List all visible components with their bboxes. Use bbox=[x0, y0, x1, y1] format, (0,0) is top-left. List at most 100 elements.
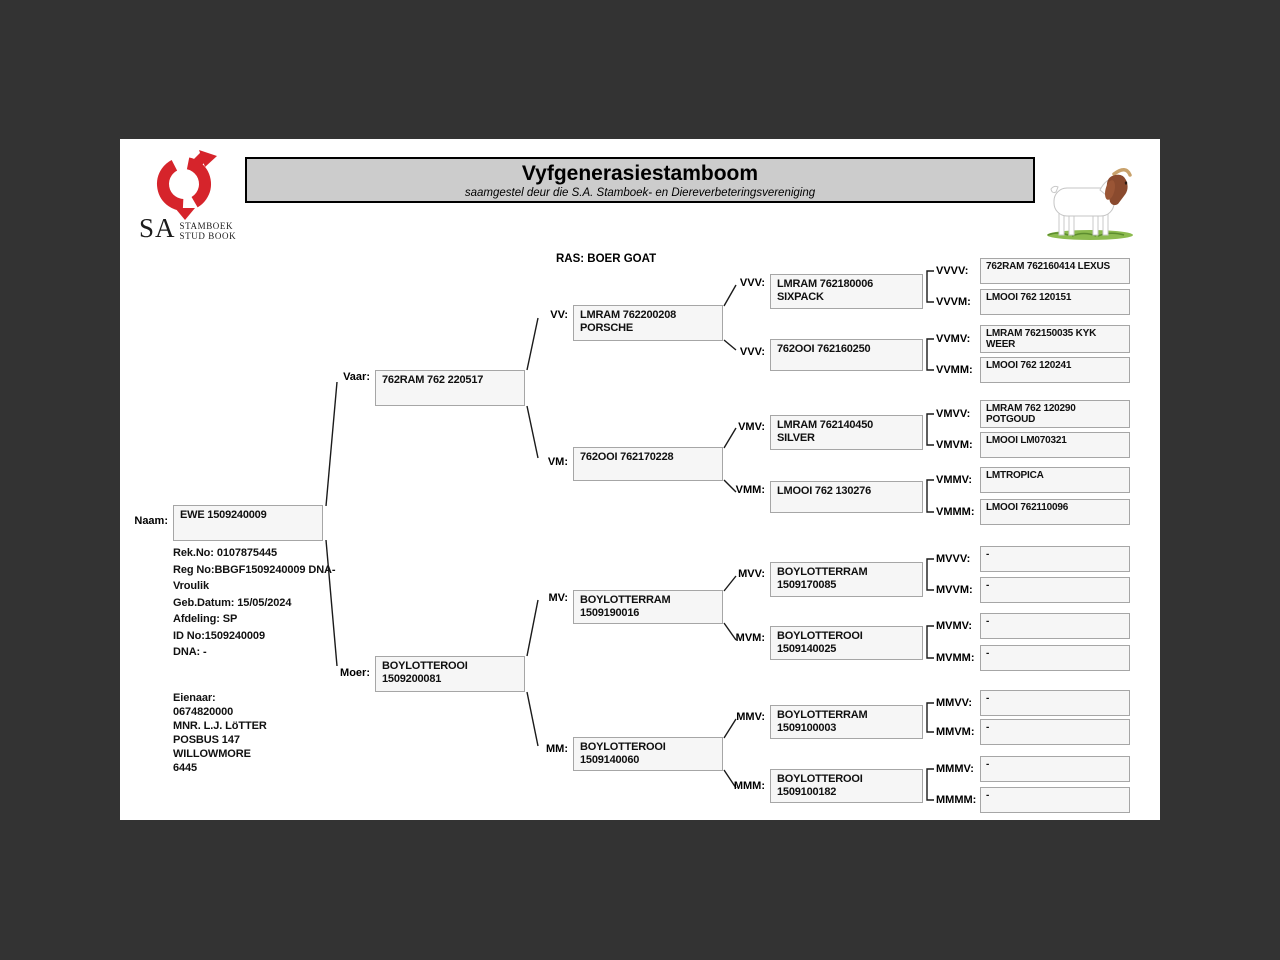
animal-name-line: LMOOI 762 120241 bbox=[986, 360, 1072, 371]
animal-name-line: BOYLOTTEROOI bbox=[777, 773, 863, 785]
animal-name-line: LMRAM 762200208 bbox=[580, 309, 677, 321]
animal-name-line: 762RAM 762 220517 bbox=[382, 374, 484, 386]
animal-name-line: SILVER bbox=[777, 432, 815, 444]
pedigree-box-mvvv: - bbox=[980, 546, 1130, 572]
animal-name-line: 1509100003 bbox=[777, 722, 837, 734]
pedigree-tag-vaar: Vaar: bbox=[343, 371, 370, 383]
animal-name-line: BOYLOTTEROOI bbox=[382, 660, 468, 672]
pedigree-box-mmmm: - bbox=[980, 787, 1130, 813]
animal-name-line: 762RAM 762160414 LEXUS bbox=[986, 261, 1111, 272]
text-line: 6445 bbox=[173, 762, 198, 774]
pedigree-tag-mmmv: MMMV: bbox=[936, 763, 974, 775]
animal-name-line: LMRAM 762140450 bbox=[777, 419, 874, 431]
pedigree-tag-vvmm: VVMM: bbox=[936, 364, 973, 376]
text-line: POSBUS 147 bbox=[173, 734, 240, 746]
pedigree-tag-vvv1: VVV: bbox=[739, 277, 765, 289]
pedigree-tag-vmvv: VMVV: bbox=[936, 408, 971, 420]
pedigree-tag-vmm: VMM: bbox=[735, 484, 765, 496]
animal-name-line: 1509100182 bbox=[777, 786, 837, 798]
text-line: MNR. L.J. LöTTER bbox=[173, 720, 267, 732]
animal-name-line: 1509190016 bbox=[580, 607, 640, 619]
animal-name-line: EWE 1509240009 bbox=[180, 509, 267, 521]
pedigree-tag-mvv: MVV: bbox=[738, 568, 765, 580]
pedigree-box-vvv2: 762OOI 762160250 bbox=[770, 339, 923, 371]
animal-name-line: LMOOI 762 130276 bbox=[777, 485, 872, 497]
animal-name-line: PORSCHE bbox=[580, 322, 633, 334]
pedigree-tag-vm: VM: bbox=[547, 456, 568, 468]
pedigree-tag-vvvm: VVVM: bbox=[936, 296, 971, 308]
animal-name-line: BOYLOTTERRAM bbox=[580, 594, 671, 606]
animal-name-line: BOYLOTTERRAM bbox=[777, 566, 868, 578]
text-line: 0674820000 bbox=[173, 706, 234, 718]
animal-name-line: LMRAM 762150035 KYK bbox=[986, 328, 1097, 339]
pedigree-tag-mvmm: MVMM: bbox=[936, 652, 975, 664]
pedigree-box-mvmv: - bbox=[980, 613, 1130, 639]
pedigree-box-vvmm: LMOOI 762 120241 bbox=[980, 357, 1130, 383]
pedigree-box-vmm: LMOOI 762 130276 bbox=[770, 481, 923, 513]
pedigree-box-naam: EWE 1509240009 bbox=[173, 505, 323, 541]
animal-name-line: WEER bbox=[986, 339, 1016, 350]
pedigree-box-mvvm: - bbox=[980, 577, 1130, 603]
pedigree-box-vvvv: 762RAM 762160414 LEXUS bbox=[980, 258, 1130, 284]
pedigree-tag-vmmm: VMMM: bbox=[936, 506, 975, 518]
pedigree-tag-mmm: MMM: bbox=[733, 780, 765, 792]
report-title-bar: Vyfgenerasiestamboom saamgestel deur die… bbox=[245, 157, 1035, 203]
text-line: Rek.No: 0107875445 bbox=[173, 547, 277, 559]
pedigree-tag-vvvv: VVVV: bbox=[936, 265, 969, 277]
animal-name-line: 1509140060 bbox=[580, 754, 640, 766]
animal-name-line: BOYLOTTEROOI bbox=[777, 630, 863, 642]
pedigree-tag-mmv: MMV: bbox=[736, 711, 765, 723]
animal-name-line: 762OOI 762160250 bbox=[777, 343, 871, 355]
pedigree-box-mmvm: - bbox=[980, 719, 1130, 745]
pedigree-tag-mmvm: MMVM: bbox=[936, 726, 975, 738]
pedigree-tag-naam: Naam: bbox=[134, 515, 168, 527]
breed-label: RAS: BOER GOAT bbox=[556, 253, 657, 265]
animal-name-line: 1509200081 bbox=[382, 673, 442, 685]
logo-initials: SA bbox=[139, 213, 176, 243]
pedigree-tag-mvvv: MVVV: bbox=[936, 553, 971, 565]
boer-goat-image bbox=[1047, 168, 1133, 240]
report-title: Vyfgenerasiestamboom bbox=[521, 162, 759, 185]
pedigree-tag-mvmv: MVMV: bbox=[936, 620, 973, 632]
animal-name-line: LMOOI 762110096 bbox=[986, 502, 1069, 513]
pedigree-box-vm: 762OOI 762170228 bbox=[573, 447, 723, 481]
animal-name-line: POTGOUD bbox=[986, 414, 1036, 425]
pedigree-box-vaar: 762RAM 762 220517 bbox=[375, 370, 525, 406]
animal-name-line: LMRAM 762180006 bbox=[777, 278, 874, 290]
pedigree-tag-mm: MM: bbox=[546, 743, 568, 755]
text-line: ID No:1509240009 bbox=[173, 629, 265, 642]
animal-name-line: LMOOI 762 120151 bbox=[986, 292, 1072, 303]
animal-name-line: - bbox=[986, 693, 990, 704]
logo-line1: STAMBOEK bbox=[179, 221, 234, 231]
pedigree-box-mmvv: - bbox=[980, 690, 1130, 716]
animal-name-line: 1509170085 bbox=[777, 579, 837, 591]
animal-name-line: BOYLOTTEROOI bbox=[580, 741, 666, 753]
text-line: DNA: - bbox=[173, 646, 207, 658]
pedigree-box-mmmv: - bbox=[980, 756, 1130, 782]
pedigree-tag-mmmm: MMMM: bbox=[936, 794, 977, 806]
pedigree-box-vvvm: LMOOI 762 120151 bbox=[980, 289, 1130, 315]
pedigree-tag-mmvv: MMVV: bbox=[936, 697, 973, 709]
report-subtitle: saamgestel deur die S.A. Stamboek- en Di… bbox=[464, 187, 816, 199]
animal-name-line: - bbox=[986, 616, 990, 627]
animal-name-line: - bbox=[986, 722, 990, 733]
sa-stamboek-logo-text: SA STAMBOEK STUD BOOK bbox=[139, 213, 249, 243]
text-line: Vroulik bbox=[173, 580, 209, 592]
animal-name-line: LMTROPICA bbox=[986, 470, 1044, 481]
animal-name-line: - bbox=[986, 759, 990, 770]
animal-name-line: SIXPACK bbox=[777, 291, 824, 303]
text-line: Eienaar: bbox=[173, 692, 216, 704]
pedigree-tag-vmmv: VMMV: bbox=[936, 474, 973, 486]
pedigree-tag-mvm: MVM: bbox=[735, 632, 765, 644]
pedigree-tag-moer: Moer: bbox=[340, 667, 370, 679]
pedigree-tag-vmv: VMV: bbox=[738, 421, 765, 433]
